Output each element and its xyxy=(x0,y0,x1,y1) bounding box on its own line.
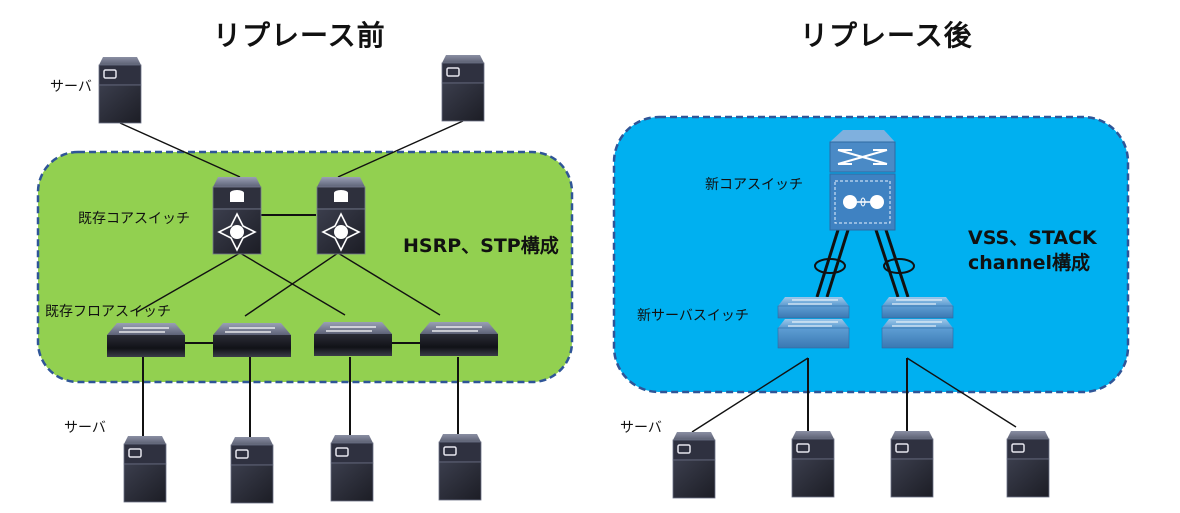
server-icon xyxy=(672,432,716,499)
server-icon xyxy=(791,431,835,498)
before-config-label: HSRP、STP構成 xyxy=(403,235,559,257)
stack-switch-icon xyxy=(777,297,850,349)
new-server-switches xyxy=(777,297,954,349)
servers xyxy=(98,55,1050,504)
server-icon xyxy=(438,434,482,501)
before-title: リプレース前 xyxy=(213,19,386,52)
floor-switch-icon xyxy=(420,322,498,356)
core-switch-icon xyxy=(316,177,366,255)
before-floor-switch-label: 既存フロアスイッチ xyxy=(45,304,171,320)
after-core-switch-label: 新コアスイッチ xyxy=(705,177,803,193)
floor-switch-icon xyxy=(213,323,291,357)
after-links xyxy=(691,229,1017,433)
server-icon xyxy=(890,431,934,498)
after-title: リプレース後 xyxy=(800,19,973,52)
new-core-switch-icon xyxy=(829,130,896,231)
before-server-top-label: サーバ xyxy=(50,79,92,95)
after-config-label-line1: VSS、STACK xyxy=(968,227,1097,249)
floor-switch-icon xyxy=(107,323,185,357)
after-group-area xyxy=(612,115,1130,394)
after-server-switch-label: 新サーバスイッチ xyxy=(637,308,749,324)
before-core-switch-label: 既存コアスイッチ xyxy=(78,211,190,227)
server-icon xyxy=(330,435,374,502)
after-config-label-line2: channel構成 xyxy=(968,252,1091,274)
stack-switch-icon xyxy=(881,297,954,349)
before-floor-switches xyxy=(107,322,498,357)
after-server-bottom-label: サーバ xyxy=(620,420,662,436)
before-server-bottom-label: サーバ xyxy=(64,420,106,436)
server-icon xyxy=(98,57,142,124)
server-icon xyxy=(1006,431,1050,498)
server-icon xyxy=(441,55,485,122)
before-core-switches xyxy=(212,177,366,255)
core-switch-icon xyxy=(212,177,262,255)
server-icon xyxy=(230,437,274,504)
server-icon xyxy=(123,436,167,503)
floor-switch-icon xyxy=(314,322,392,356)
